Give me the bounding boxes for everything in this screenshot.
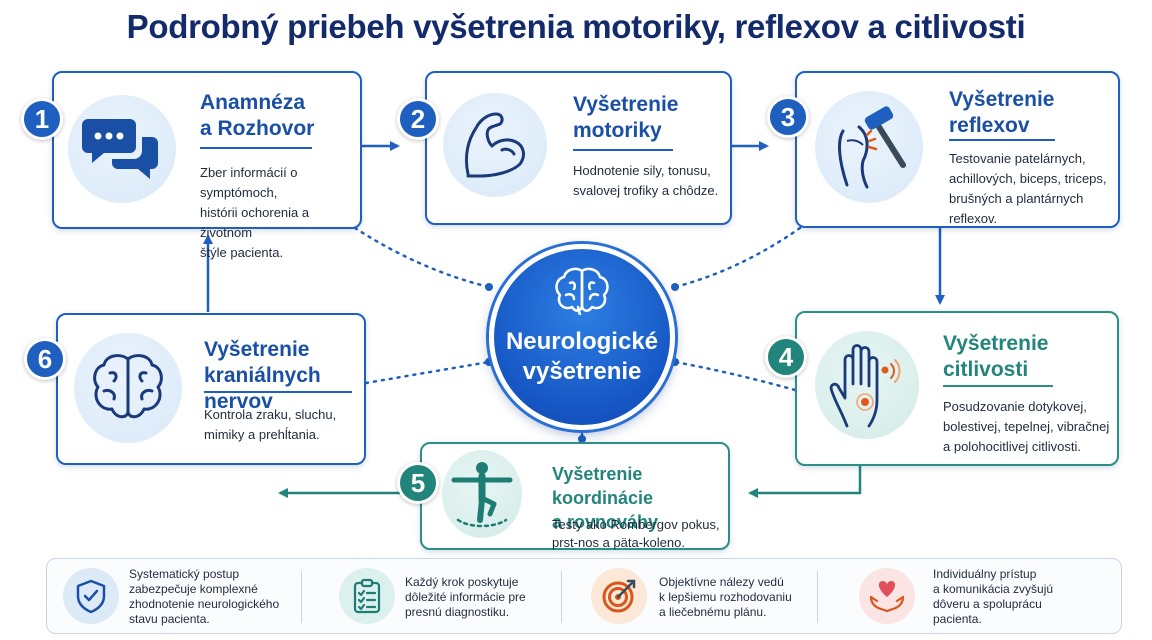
title-underline — [943, 385, 1053, 387]
step-description: Posudzovanie dotykovej,bolestivej, tepel… — [943, 399, 1110, 454]
step-description: Testy ako Rombergov pokus,prst-nos a pät… — [552, 517, 720, 550]
arrow-4-to-5 — [748, 466, 862, 498]
title-underline — [573, 149, 673, 151]
step-description: Hodnotenie sily, tonusu,svalovej trofiky… — [573, 163, 719, 198]
divider — [817, 571, 818, 623]
dotted-link-4 — [673, 360, 797, 392]
reflex-hammer-icon — [815, 91, 923, 203]
title-underline — [200, 147, 312, 149]
step-description: Kontrola zraku, sluchu,mimiky a prehĺtan… — [204, 407, 337, 442]
dotted-link-3 — [673, 226, 802, 289]
heart-hands-icon — [859, 568, 915, 624]
step-number-2: 2 — [397, 98, 439, 140]
speech-bubbles-icon — [68, 95, 176, 203]
title-underline — [204, 391, 352, 393]
dotted-link-1 — [353, 226, 491, 289]
page-title: Podrobný priebeh vyšetrenia motoriky, re… — [126, 8, 1026, 45]
shield-check-icon — [63, 568, 119, 624]
step-description: Zber informácií o symptómoch,histórii oc… — [200, 165, 310, 260]
step-number-1: 1 — [21, 98, 63, 140]
dotted-link-6 — [364, 360, 491, 385]
center-brain-icon — [555, 267, 609, 315]
balance-figure-icon — [442, 450, 522, 538]
step-number-3: 3 — [767, 96, 809, 138]
hand-sensation-icon — [815, 331, 919, 439]
divider — [561, 571, 562, 623]
clipboard-checklist-icon — [339, 568, 395, 624]
target-icon — [591, 568, 647, 624]
step-description: Testovanie patelárnych,achillových, bice… — [949, 151, 1107, 226]
divider — [301, 571, 302, 623]
step-number-5: 5 — [397, 462, 439, 504]
brain-icon — [74, 333, 182, 443]
step-number-4: 4 — [765, 336, 807, 378]
step-number-6: 6 — [24, 338, 66, 380]
title-underline — [949, 139, 1055, 141]
flexed-arm-icon — [443, 93, 547, 197]
